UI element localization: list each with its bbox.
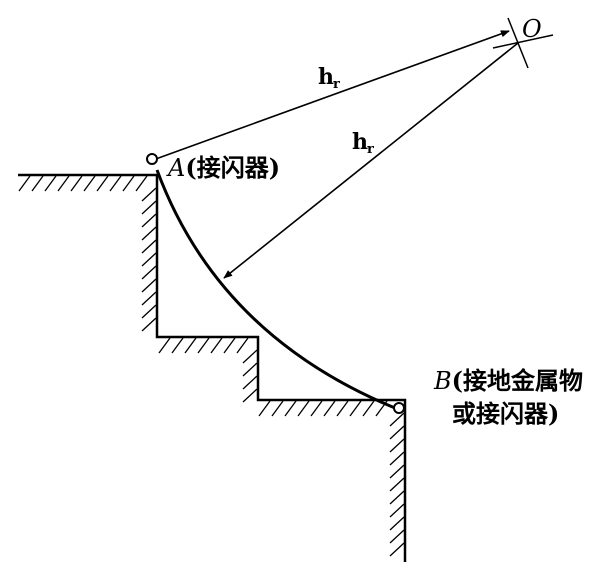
hatch-mark <box>171 337 184 354</box>
hatch-mark <box>184 337 197 354</box>
hatch-mark <box>141 213 157 228</box>
hatch-mark <box>242 388 258 403</box>
label-point-a: A(接闪器) <box>166 153 280 182</box>
hatch-mark <box>18 175 31 192</box>
hatch-mark <box>323 400 336 417</box>
hatch-mark <box>57 175 70 192</box>
hatch-mark <box>141 252 157 267</box>
hatch-mark <box>389 477 405 492</box>
hatch-mark <box>31 175 44 192</box>
hatch-mark <box>141 278 157 293</box>
radius-line-top <box>152 30 510 161</box>
point-b-marker <box>393 402 405 414</box>
hatch-mark <box>362 400 375 417</box>
hatch-mark <box>158 337 171 354</box>
hatch-mark <box>242 375 258 390</box>
radius-line-diagonal <box>223 42 519 279</box>
point-a-marker <box>146 153 158 165</box>
ground-hatching <box>18 175 405 557</box>
hatch-mark <box>310 400 323 417</box>
hatch-mark <box>141 317 157 332</box>
hatch-mark <box>141 200 157 215</box>
hatch-mark <box>223 337 236 354</box>
hatch-mark <box>389 425 405 440</box>
hatch-mark <box>141 304 157 319</box>
hatch-mark <box>141 239 157 254</box>
hatch-mark <box>141 265 157 280</box>
hatch-mark <box>389 412 405 427</box>
hatch-mark <box>349 400 362 417</box>
hatch-mark <box>122 175 135 192</box>
hatch-mark <box>210 337 223 354</box>
label-radius-diag: h <box>352 129 368 155</box>
hatch-mark <box>271 400 284 417</box>
hatch-mark <box>197 337 210 354</box>
hatch-mark <box>389 529 405 544</box>
hatch-mark <box>297 400 310 417</box>
hatch-mark <box>389 503 405 518</box>
label-point-a-text: (接闪器) <box>185 153 280 182</box>
hatch-mark <box>389 451 405 466</box>
hatch-mark <box>258 400 271 417</box>
label-radius-top-sub: r <box>333 77 340 92</box>
label-point-b: B(接地金属物 <box>433 366 583 395</box>
label-radius-diag-sub: r <box>367 142 374 157</box>
label-point-b-letter: B <box>433 367 452 395</box>
label-point-o: O <box>522 15 542 43</box>
hatch-mark <box>109 175 122 192</box>
label-point-b-text-1: (接地金属物 <box>452 366 583 395</box>
ground-profile <box>18 173 407 562</box>
hatch-mark <box>236 337 249 354</box>
hatch-mark <box>389 542 405 557</box>
hatch-mark <box>141 187 157 202</box>
hatch-mark <box>389 438 405 453</box>
label-radius-top: h <box>318 64 334 90</box>
hatch-mark <box>70 175 83 192</box>
hatch-mark <box>83 175 96 192</box>
label-point-a-letter: A <box>166 154 185 182</box>
hatch-mark <box>389 464 405 479</box>
hatch-mark <box>141 226 157 241</box>
hatch-mark <box>284 400 297 417</box>
hatch-mark <box>389 490 405 505</box>
hatch-mark <box>135 175 148 192</box>
protection-arc <box>155 169 396 410</box>
hatch-mark <box>389 516 405 531</box>
hatch-mark <box>96 175 109 192</box>
hatch-mark <box>242 362 258 377</box>
hatch-mark <box>141 291 157 306</box>
hatch-mark <box>44 175 57 192</box>
center-cross-line-2 <box>492 34 554 49</box>
label-point-b-line2: 或接闪器) <box>452 399 559 428</box>
hatch-mark <box>242 349 258 364</box>
hatch-mark <box>336 400 349 417</box>
